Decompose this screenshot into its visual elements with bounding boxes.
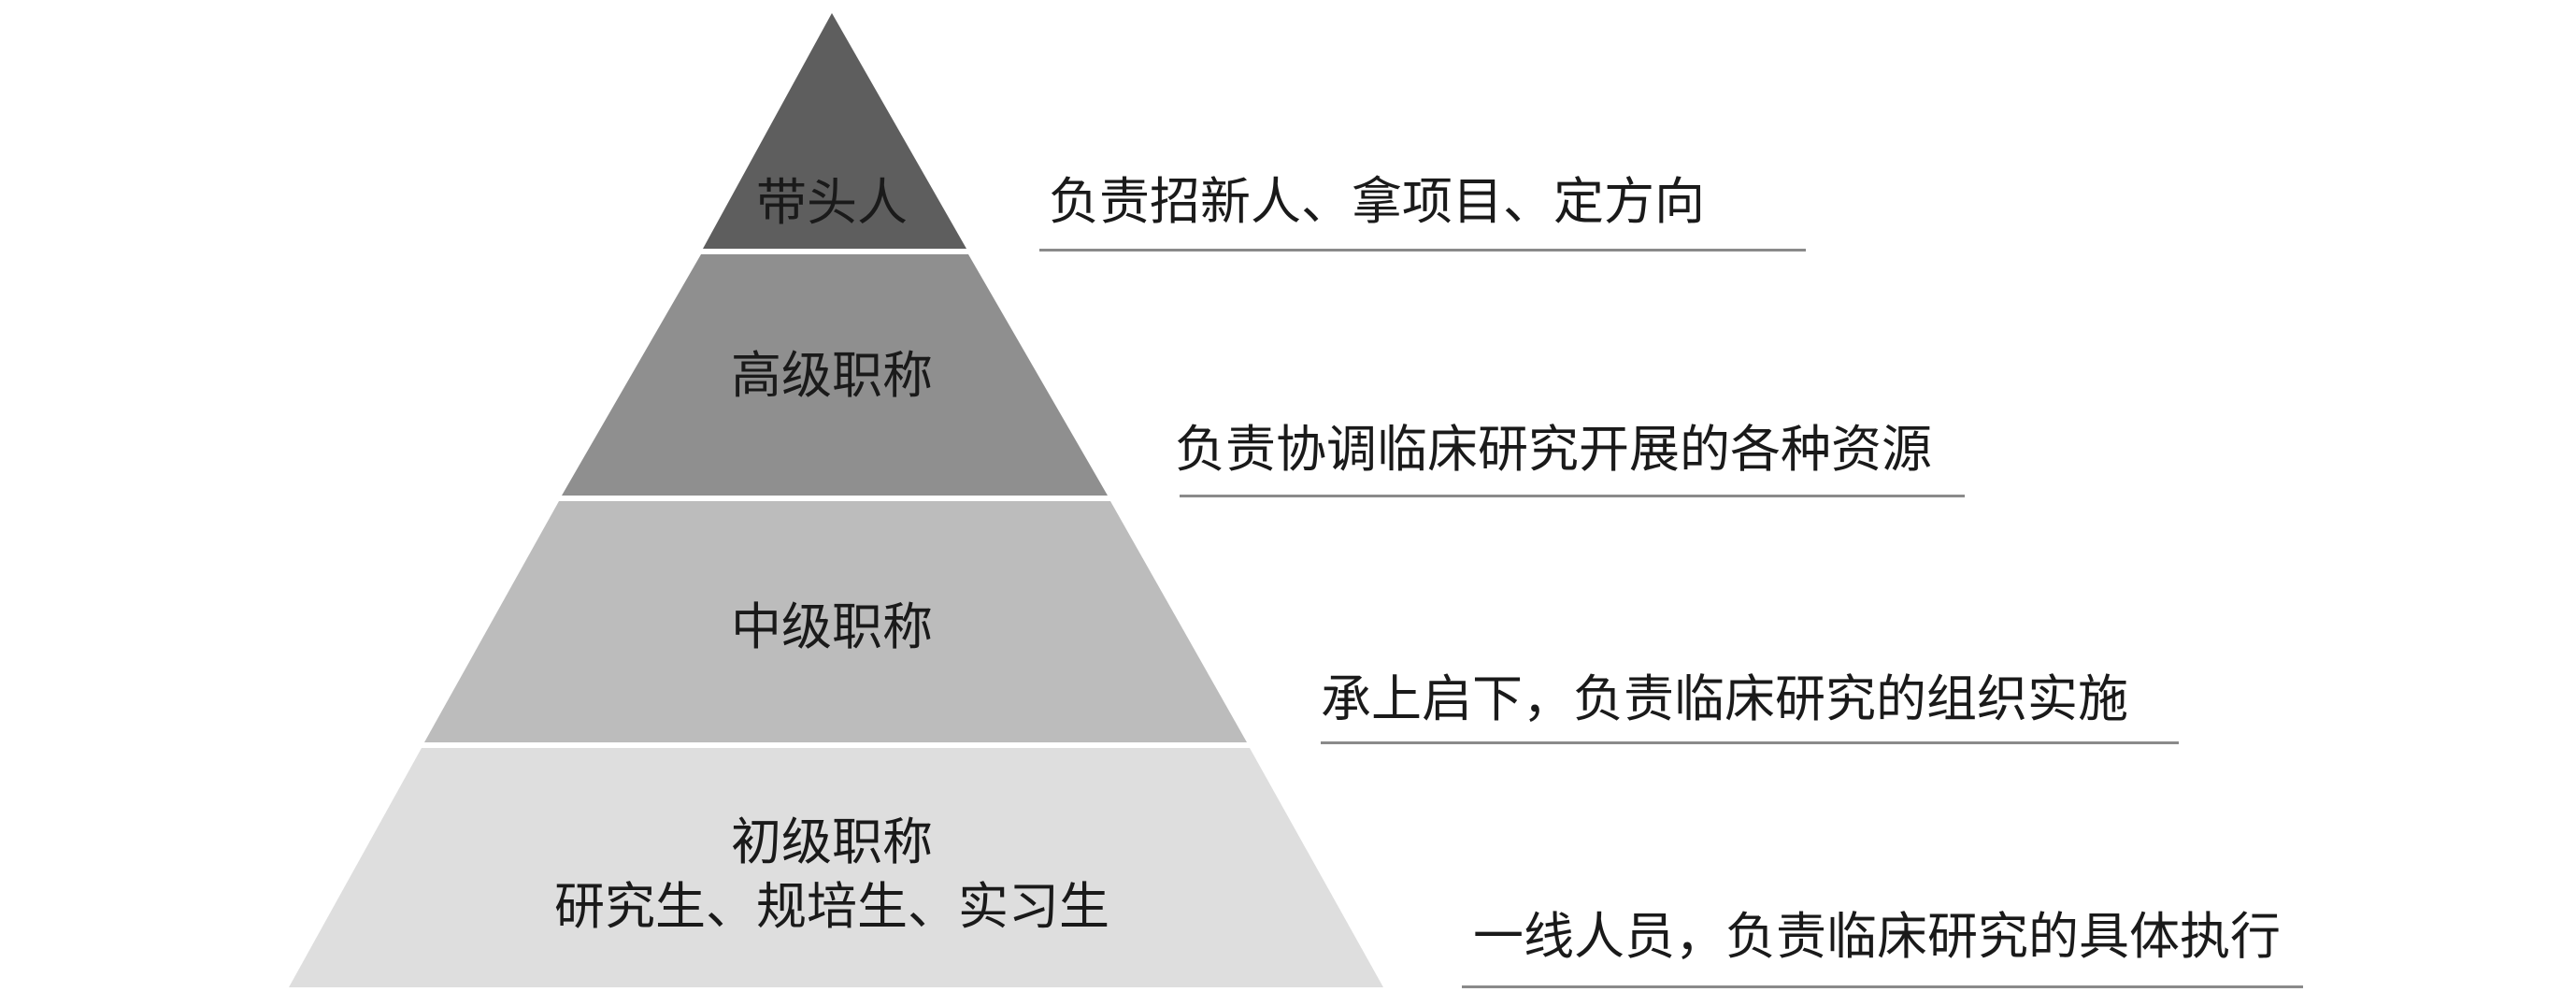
tier-label-senior: 高级职称 xyxy=(731,346,933,405)
tier-description-junior: 一线人员，负责临床研究的具体执行 xyxy=(1473,907,2281,966)
pyramid-tier-top xyxy=(703,13,966,249)
pyramid-tier-junior xyxy=(289,748,1383,987)
pyramid-tier-intermediate xyxy=(424,501,1247,742)
tier-label-leader: 带头人 xyxy=(756,173,908,232)
tier-description-intermediate: 承上启下，负责临床研究的组织实施 xyxy=(1321,669,2128,728)
tier-label-junior: 初级职称 xyxy=(731,812,933,871)
tier-description-leader: 负责招新人、拿项目、定方向 xyxy=(1049,172,1705,231)
tier-description-senior: 负责协调临床研究开展的各种资源 xyxy=(1175,420,1932,479)
underline-intermediate xyxy=(1321,741,2179,744)
underline-junior xyxy=(1462,985,2303,988)
tier-label-intermediate: 中级职称 xyxy=(731,597,933,656)
pyramid-tier-senior xyxy=(562,254,1108,496)
underline-senior xyxy=(1180,495,1965,497)
tier-sublabel-junior: 研究生、规培生、实习生 xyxy=(554,877,1109,936)
underline-leader xyxy=(1039,249,1806,252)
